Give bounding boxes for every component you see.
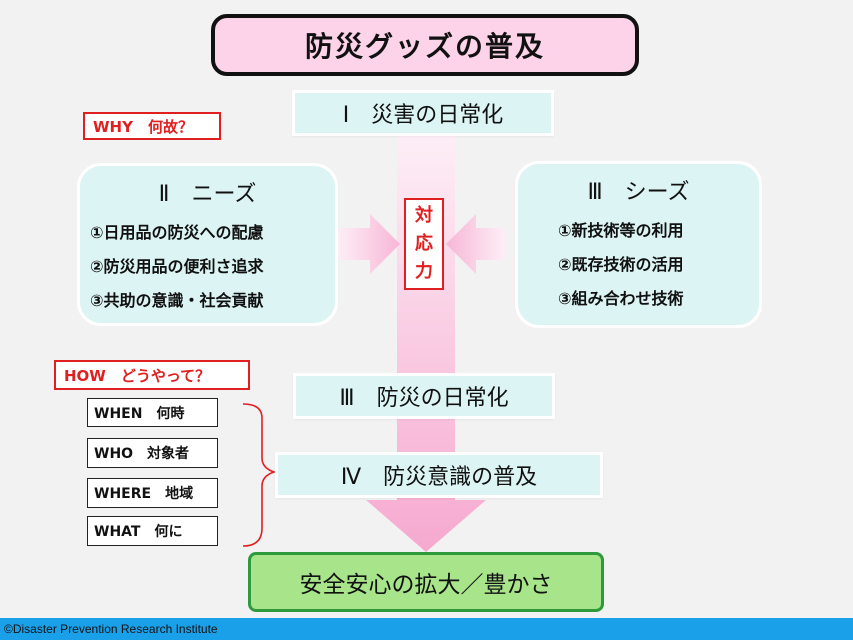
seeds-item: ②既存技術の活用 <box>558 255 684 274</box>
how-item-when: WHEN 何時 <box>87 398 218 427</box>
step-disaster-normalization: Ⅰ 災害の日常化 <box>292 90 554 136</box>
needs-heading: Ⅱ ニーズ <box>158 182 257 207</box>
capability-char: 力 <box>415 261 433 282</box>
goal-box: 安全安心の拡大／豊かさ <box>248 552 604 612</box>
seeds-panel: Ⅲ シーズ ①新技術等の利用 ②既存技術の活用 ③組み合わせ技術 <box>515 161 762 328</box>
seeds-item: ①新技術等の利用 <box>558 221 684 240</box>
capability-char: 対 <box>415 205 433 226</box>
needs-item: ①日用品の防災への配慮 <box>90 223 264 242</box>
needs-item: ③共助の意識・社会貢献 <box>90 291 264 310</box>
how-item-where: WHERE 地域 <box>87 478 218 508</box>
seeds-item: ③組み合わせ技術 <box>558 289 684 308</box>
capability-char: 応 <box>415 233 433 254</box>
needs-to-capability-arrow <box>338 214 400 274</box>
how-label: HOW どうやって？ <box>54 360 250 390</box>
capability-label: 対 応 力 <box>404 198 444 290</box>
why-label: WHY 何故？ <box>83 112 221 140</box>
step-awareness-spread: Ⅳ 防災意識の普及 <box>275 452 603 498</box>
seeds-heading: Ⅲ シーズ <box>587 180 690 205</box>
step-prevention-normalization: Ⅲ 防災の日常化 <box>293 373 555 419</box>
needs-panel: Ⅱ ニーズ ①日用品の防災への配慮 ②防災用品の便利さ追求 ③共助の意識・社会貢… <box>77 163 338 326</box>
how-item-what: WHAT 何に <box>87 516 218 546</box>
main-down-arrow <box>366 136 486 552</box>
how-item-who: WHO 対象者 <box>87 438 218 468</box>
page-title: 防災グッズの普及 <box>211 14 639 76</box>
how-bracket <box>242 403 277 547</box>
footer-credit: ©Disaster Prevention Research Institute <box>0 618 853 640</box>
needs-item: ②防災用品の便利さ追求 <box>90 257 264 276</box>
seeds-to-capability-arrow <box>446 214 505 274</box>
